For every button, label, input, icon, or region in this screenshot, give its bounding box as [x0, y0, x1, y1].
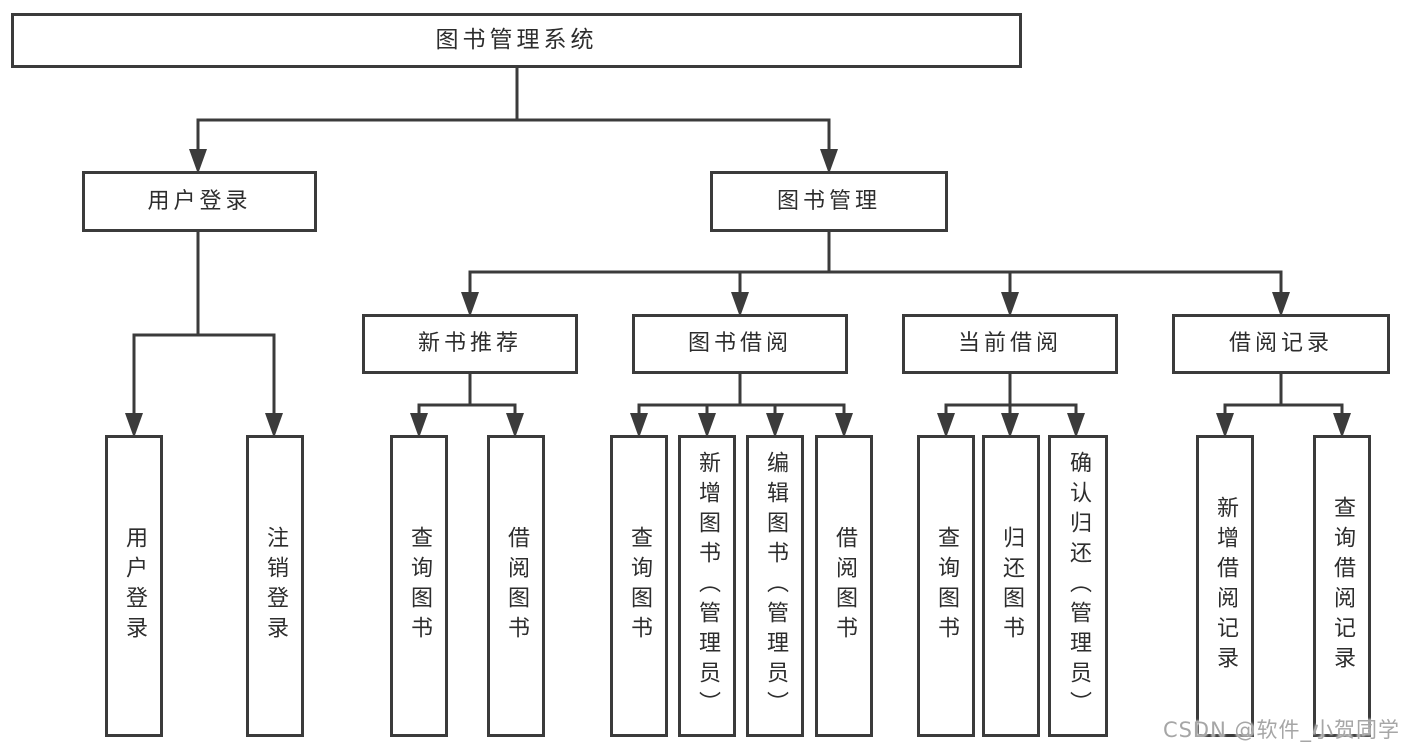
node-new-book-recommendation: 新书推荐	[362, 314, 578, 374]
node-label: 查询图书	[627, 526, 652, 646]
node-label: 借阅记录	[1228, 331, 1333, 356]
node-label: 图书借阅	[687, 331, 792, 356]
arrow-down-icon	[630, 413, 648, 438]
arrow-down-icon	[1001, 292, 1019, 317]
node-label: 图书管理	[776, 188, 881, 214]
leaf-user-login: 用户登录	[105, 435, 163, 737]
leaf-return-books: 归还图书	[982, 435, 1040, 737]
arrow-down-icon	[766, 413, 784, 438]
arrow-down-icon	[506, 413, 524, 438]
arrow-down-icon	[1067, 413, 1085, 438]
leaf-confirm-return-admin: 确认归还（管理员）	[1048, 435, 1108, 737]
arrow-down-icon	[820, 149, 838, 174]
node-current-borrowing: 当前借阅	[902, 314, 1118, 374]
node-label: 归还图书	[999, 526, 1024, 646]
leaf-edit-book-admin: 编辑图书（管理员）	[746, 435, 804, 737]
node-label: 查询图书	[407, 526, 432, 646]
node-label: 用户登录	[147, 188, 252, 214]
arrow-down-icon	[1216, 413, 1234, 438]
node-label: 图书管理系统	[435, 27, 598, 53]
node-label: 新增借阅记录	[1213, 496, 1238, 676]
arrow-down-icon	[189, 149, 207, 174]
node-user-login: 用户登录	[82, 171, 317, 232]
node-label: 注销登录	[263, 526, 288, 646]
arrow-down-icon	[410, 413, 428, 438]
node-borrowing-records: 借阅记录	[1172, 314, 1390, 374]
leaf-query-books-borrowing: 查询图书	[610, 435, 668, 737]
node-label: 编辑图书（管理员）	[763, 451, 788, 721]
node-label: 新书推荐	[417, 331, 522, 356]
leaf-logout: 注销登录	[246, 435, 304, 737]
arrow-down-icon	[265, 413, 283, 438]
leaf-query-borrow-record: 查询借阅记录	[1313, 435, 1371, 737]
node-label: 借阅图书	[832, 526, 857, 646]
node-library-management-system: 图书管理系统	[11, 13, 1022, 68]
node-book-borrowing: 图书借阅	[632, 314, 848, 374]
leaf-add-book-admin: 新增图书（管理员）	[678, 435, 736, 737]
arrow-down-icon	[1001, 413, 1019, 438]
csdn-watermark: CSDN @软件_小贺同学	[1162, 718, 1400, 742]
node-label: 查询图书	[934, 526, 959, 646]
leaf-add-borrow-record: 新增借阅记录	[1196, 435, 1254, 737]
node-label: 借阅图书	[504, 526, 529, 646]
arrow-down-icon	[731, 292, 749, 317]
leaf-borrow-books-recommend: 借阅图书	[487, 435, 545, 737]
leaf-borrow-books: 借阅图书	[815, 435, 873, 737]
arrow-down-icon	[1333, 413, 1351, 438]
arrow-down-icon	[835, 413, 853, 438]
node-label: 查询借阅记录	[1330, 496, 1355, 676]
node-book-management: 图书管理	[710, 171, 948, 232]
node-label: 用户登录	[122, 526, 147, 646]
arrow-down-icon	[937, 413, 955, 438]
leaf-query-books-recommend: 查询图书	[390, 435, 448, 737]
node-label: 确认归还（管理员）	[1066, 451, 1091, 721]
node-label: 当前借阅	[957, 331, 1062, 356]
arrow-down-icon	[1272, 292, 1290, 317]
arrow-down-icon	[698, 413, 716, 438]
node-label: 新增图书（管理员）	[695, 451, 720, 721]
arrow-down-icon	[125, 413, 143, 438]
leaf-query-books-current: 查询图书	[917, 435, 975, 737]
arrow-down-icon	[461, 292, 479, 317]
